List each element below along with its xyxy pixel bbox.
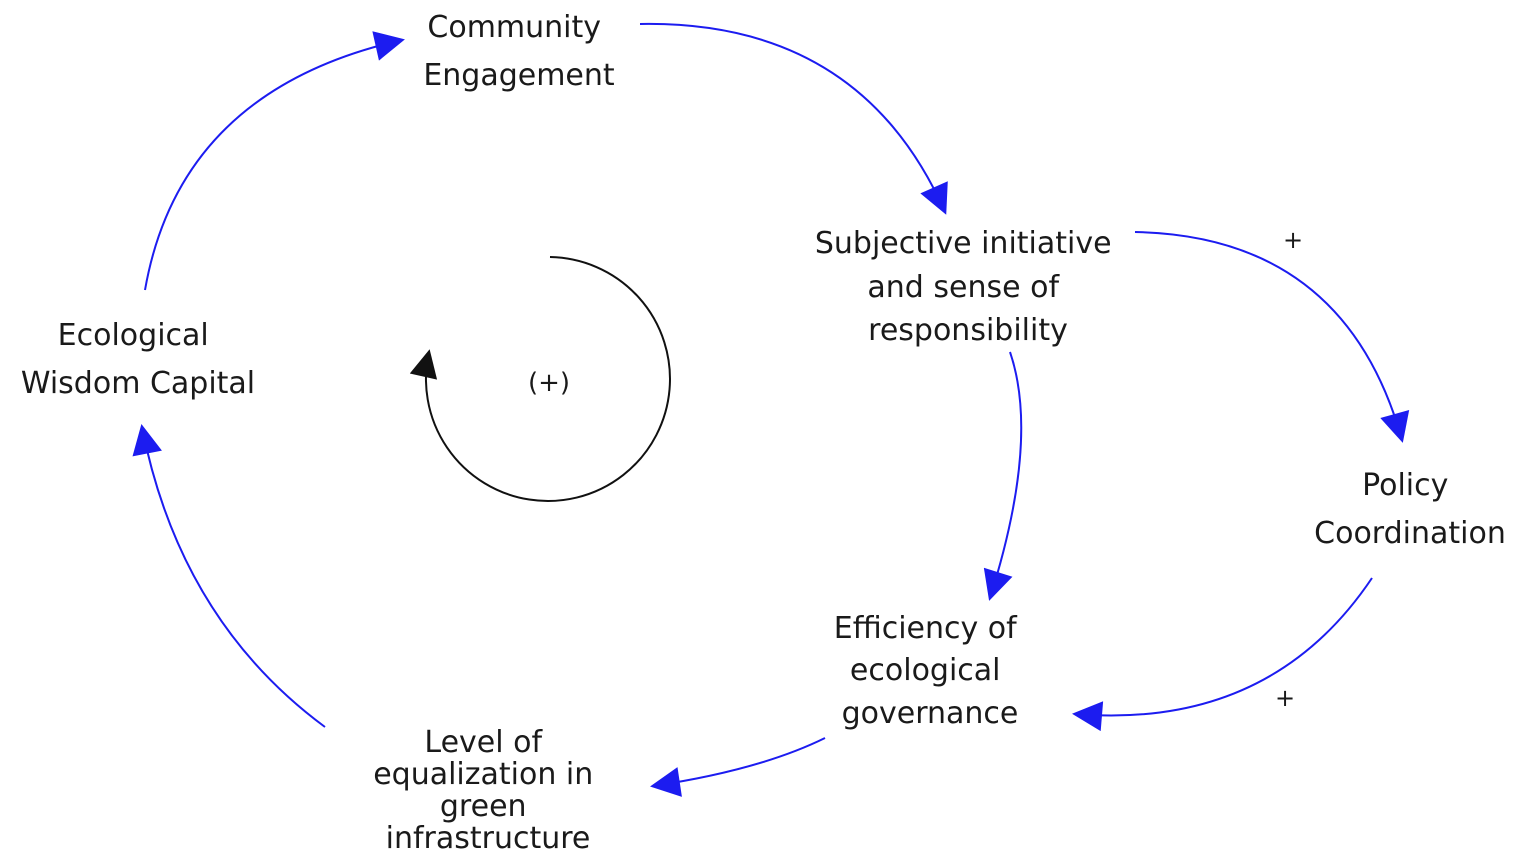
node-label-line: responsibility (868, 313, 1068, 348)
link-wisdom-to-community (144, 31, 405, 291)
svg-text:Efficiency of ecological: Efficiency of ecological governance (834, 611, 1027, 731)
link-level-to-wisdom (132, 424, 326, 728)
svg-text:Policy Coordination: Policy Coordination (1314, 468, 1506, 551)
node-label-line: Coordination (1314, 516, 1506, 551)
node-label-line: Community (427, 10, 601, 45)
link-policy-to-efficiency (1072, 577, 1373, 732)
loop-indicator-arc (409, 256, 671, 502)
node-label-line: Subjective initiative (815, 226, 1112, 261)
node-community-engagement: Community Engagement (423, 10, 615, 93)
node-label-line: equalization in (373, 757, 593, 792)
link-subjective-to-policy (1134, 231, 1410, 443)
link-subjective-to-efficiency (983, 351, 1023, 601)
node-ecological-wisdom-capital: Ecological Wisdom Capital (21, 318, 255, 401)
node-label-line: Ecological (58, 318, 209, 353)
node-level-equalization: Level of equalization in green infrastru… (373, 725, 603, 856)
node-label-line: Policy (1362, 468, 1448, 503)
node-label-line: governance (842, 696, 1019, 731)
node-label-line: ecological (850, 653, 1001, 688)
polarity-policy-to-efficiency: + (1275, 684, 1295, 712)
svg-text:Subjective initiative an: Subjective initiative and sense of respo… (815, 226, 1121, 348)
node-subjective-initiative: Subjective initiative and sense of respo… (815, 226, 1121, 348)
node-label-line: Wisdom Capital (21, 366, 255, 401)
node-label-line: green (440, 789, 527, 824)
svg-text:Community Engagement: Community Engagement (423, 10, 615, 93)
svg-text:Ecological Wisdom Capita: Ecological Wisdom Capital (21, 318, 255, 401)
polarity-subjective-to-policy: + (1283, 226, 1303, 254)
link-efficiency-to-level (650, 737, 826, 797)
node-label-line: Level of (424, 725, 543, 760)
svg-text:Level of equalization in: Level of equalization in green infrastru… (373, 725, 603, 856)
node-label-line: Engagement (423, 58, 615, 93)
node-label-line: Efficiency of (834, 611, 1018, 646)
link-community-to-subjective (639, 22, 948, 215)
node-label-line: and sense of (867, 270, 1060, 305)
loop-polarity-label: (+) (528, 368, 570, 398)
node-efficiency-ecological-governance: Efficiency of ecological governance (834, 611, 1027, 731)
node-policy-coordination: Policy Coordination (1314, 468, 1506, 551)
node-label-line: infrastructure (386, 821, 591, 856)
